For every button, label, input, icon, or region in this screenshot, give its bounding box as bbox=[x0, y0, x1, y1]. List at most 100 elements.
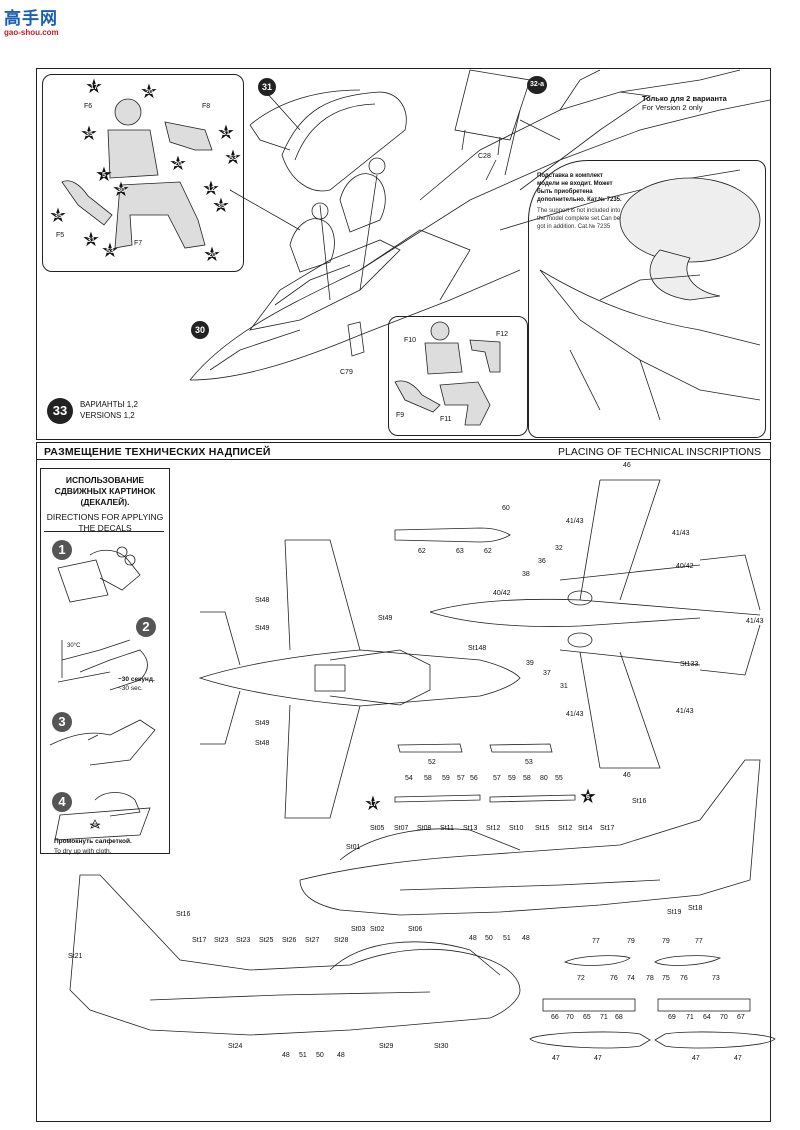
decal-label: St16 bbox=[632, 798, 647, 805]
paint-star-53a: ★ bbox=[224, 147, 242, 169]
paint-code: 17 bbox=[90, 84, 98, 91]
decal-label: 71 bbox=[600, 1014, 608, 1021]
version2-note: Только для 2 варианта For Version 2 only bbox=[642, 94, 727, 112]
decal-label: 60 bbox=[502, 505, 510, 512]
decal-label: St19 bbox=[667, 909, 682, 916]
decal-label: St49 bbox=[255, 625, 270, 632]
decal-label: 47 bbox=[734, 1055, 742, 1062]
paint-code: 20 bbox=[208, 252, 216, 259]
dry-ru: Промокнуть салфеткой. bbox=[54, 838, 132, 845]
part-label-f6: F6 bbox=[84, 103, 93, 110]
decal-label: St30 bbox=[434, 1043, 449, 1050]
decal-label: St12 bbox=[558, 825, 573, 832]
decal-label: 79 bbox=[662, 938, 670, 945]
decal-label: St01 bbox=[346, 844, 361, 851]
decal-label: 47 bbox=[692, 1055, 700, 1062]
decal-label: 72 bbox=[577, 975, 585, 982]
decal-label: 58 bbox=[424, 775, 432, 782]
decal-label: 48 bbox=[522, 935, 530, 942]
decal-label: 53 bbox=[525, 759, 533, 766]
paint-star-17: ★ bbox=[364, 793, 382, 815]
part-label-f12: F12 bbox=[496, 331, 509, 338]
decal-label: St25 bbox=[259, 937, 274, 944]
paint-star-17: ★ bbox=[85, 76, 103, 98]
decal-label: 41/43 bbox=[746, 618, 764, 625]
dry-en: To dry up with cloth. bbox=[54, 848, 112, 855]
decal-label: St18 bbox=[688, 905, 703, 912]
step-number: 33 bbox=[47, 398, 73, 424]
decal-label: 38 bbox=[522, 571, 530, 578]
decal-label: St29 bbox=[379, 1043, 394, 1050]
decal-label: 37 bbox=[543, 670, 551, 677]
temp-label: 30°C bbox=[67, 643, 81, 649]
decal-label: 36 bbox=[538, 558, 546, 565]
paint-code: 31 bbox=[87, 237, 95, 244]
decal-label: 67 bbox=[737, 1014, 745, 1021]
part-label-f9: F9 bbox=[396, 412, 405, 419]
directions-step-2: 2 bbox=[136, 617, 156, 637]
seated-pilot-inset bbox=[388, 316, 528, 436]
decal-label: 74 bbox=[627, 975, 635, 982]
directions-divider bbox=[44, 531, 164, 532]
decal-label: 66 bbox=[551, 1014, 559, 1021]
decal-label: St03 bbox=[351, 926, 366, 933]
decal-label: 57 bbox=[493, 775, 501, 782]
paint-star-31b: ★ bbox=[82, 229, 100, 251]
paint-star-35b: ★ bbox=[212, 195, 230, 217]
paint-code: 30 bbox=[117, 187, 125, 194]
paint-star-20c: ★ bbox=[203, 244, 221, 266]
decal-label: 41/43 bbox=[566, 711, 584, 718]
decal-label: 79 bbox=[627, 938, 635, 945]
version2-note-en: For Version 2 only bbox=[642, 103, 703, 112]
decal-label: 41/43 bbox=[566, 518, 584, 525]
decal-label: 73 bbox=[712, 975, 720, 982]
decal-label: St05 bbox=[370, 825, 385, 832]
watermark-logo: 高手网 gao-shou.com bbox=[4, 4, 94, 40]
directions-title-en: DIRECTIONS FOR APPLYING THE DECALS bbox=[46, 512, 164, 533]
decal-label: 56 bbox=[470, 775, 478, 782]
decal-label: 69 bbox=[668, 1014, 676, 1021]
step-33-drawing bbox=[61, 69, 771, 426]
paint-star-20b: ★ bbox=[169, 153, 187, 175]
decal-label: St11 bbox=[440, 825, 454, 832]
decal-label: 52 bbox=[428, 759, 436, 766]
paint-code: 20 bbox=[174, 161, 182, 168]
decal-label: St148 bbox=[468, 645, 487, 652]
decal-label: 48 bbox=[337, 1052, 345, 1059]
paint-star-35a: ★ bbox=[80, 123, 98, 145]
decal-label: 75 bbox=[662, 975, 670, 982]
decal-label: St17 bbox=[192, 937, 207, 944]
decal-label: 51 bbox=[299, 1052, 307, 1059]
decal-label: 48 bbox=[282, 1052, 290, 1059]
part-circle-31: 31 bbox=[258, 78, 276, 96]
decal-label: St49 bbox=[255, 720, 270, 727]
decal-label: 41/43 bbox=[676, 708, 694, 715]
decal-label: 47 bbox=[552, 1055, 560, 1062]
decal-label: 68 bbox=[615, 1014, 623, 1021]
decal-label: St49 bbox=[378, 615, 393, 622]
decal-label: 63 bbox=[456, 548, 464, 555]
decal-label: 71 bbox=[686, 1014, 694, 1021]
time-ru: ~30 секунд. bbox=[118, 676, 155, 683]
paint-star-53b: ★ bbox=[101, 240, 119, 262]
paint-code: 31 bbox=[222, 130, 230, 137]
decal-label: St23 bbox=[236, 937, 251, 944]
paint-star-20a: ★ bbox=[140, 81, 158, 103]
section-title-ru: РАЗМЕЩЕНИЕ ТЕХНИЧЕСКИХ НАДПИСЕЙ bbox=[44, 446, 271, 458]
paint-star-12: ★ bbox=[202, 178, 220, 200]
paint-star-5: ★ bbox=[95, 164, 113, 186]
paint-star-35c: ★ bbox=[49, 205, 67, 227]
part-label-f5: F5 bbox=[56, 232, 65, 239]
paint-star-6: ★ bbox=[579, 786, 597, 808]
decal-label: 41/43 bbox=[672, 530, 690, 537]
decal-label: 77 bbox=[592, 938, 600, 945]
paint-code: 35 bbox=[217, 203, 225, 210]
decal-label: St07 bbox=[394, 825, 409, 832]
versions-ru: ВАРИАНТЫ 1,2 bbox=[80, 400, 138, 409]
decal-label: 65 bbox=[583, 1014, 591, 1021]
time-en: ~30 sec. bbox=[118, 685, 143, 692]
paint-code: 20 bbox=[145, 89, 153, 96]
paint-code: 5 bbox=[102, 172, 106, 179]
decal-label: 59 bbox=[508, 775, 516, 782]
